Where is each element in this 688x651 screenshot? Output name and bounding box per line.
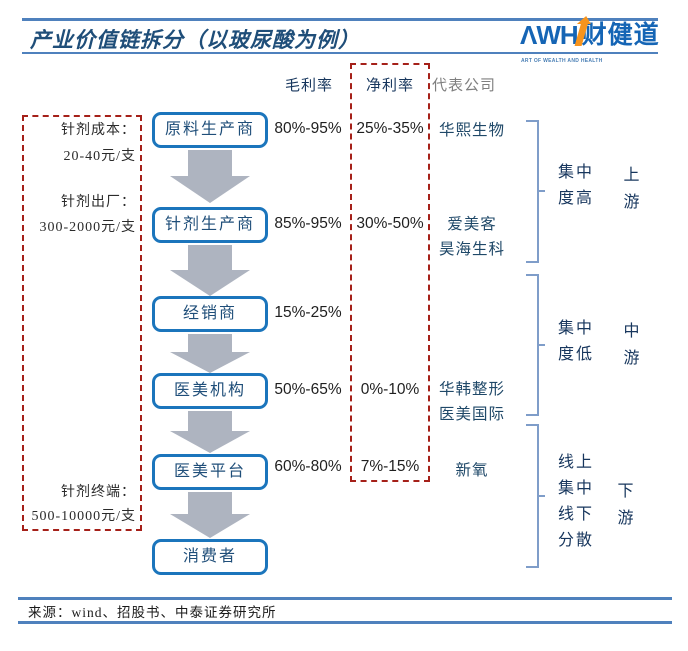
column-header-net-margin: 净利率: [365, 78, 414, 94]
stage-box-medical-aesthetic-platform: 医美平台: [152, 454, 268, 490]
downstream-trait-label: 线上集中线下分散: [558, 454, 595, 549]
footer-rule-top: [18, 597, 672, 600]
gross-margin-platform: 60%-80%: [274, 458, 342, 475]
company-aimeike: 爱美客: [447, 216, 497, 233]
company-yimei-intl: 医美国际: [438, 406, 505, 423]
stage-box-raw-material-producer: 原料生产商: [152, 112, 268, 148]
cost-value-terminal: 500-10000元/支: [31, 509, 136, 524]
page-title: 产业价值链拆分（以玻尿酸为例）: [30, 28, 360, 52]
header-rule-top: [22, 18, 658, 21]
net-margin-institution: 0%-10%: [360, 381, 420, 398]
net-margin-dashed-highlight: [350, 63, 430, 482]
gross-margin-distributor: 15%-25%: [274, 304, 342, 321]
upstream-segment-label: 上游: [623, 167, 640, 211]
midstream-segment-label: 中游: [623, 323, 640, 367]
midstream-trait-label: 集中度低: [558, 320, 595, 363]
logo-brand-text: 财健道: [574, 22, 660, 48]
header-rule-bottom: [22, 52, 658, 54]
stage-box-injection-producer: 针剂生产商: [152, 207, 268, 243]
midstream-bracket: [526, 274, 545, 416]
down-arrow-icon: [170, 492, 250, 538]
down-arrow-icon: [170, 150, 250, 203]
down-arrow-icon: [170, 411, 250, 453]
company-huaxi-bio: 华熙生物: [438, 122, 505, 139]
net-margin-platform: 7%-15%: [360, 458, 420, 475]
column-header-gross-margin: 毛利率: [284, 78, 333, 94]
column-header-company: 代表公司: [432, 78, 497, 94]
net-margin-raw: 25%-35%: [356, 120, 424, 137]
upstream-trait-label: 集中度高: [558, 164, 595, 207]
company-institutions: 华韩整形 医美国际: [428, 377, 516, 427]
company-huahan: 华韩整形: [438, 381, 505, 398]
downstream-bracket: [526, 424, 545, 568]
down-arrow-icon: [170, 334, 250, 373]
footer-rule-bottom: [18, 621, 672, 624]
company-haohai: 昊海生科: [438, 241, 505, 258]
stage-box-distributor: 经销商: [152, 296, 268, 332]
price-annotation-dashed-box: [22, 115, 142, 531]
down-arrow-icon: [170, 245, 250, 296]
gross-margin-raw: 80%-95%: [274, 120, 342, 137]
stage-box-consumer: 消费者: [152, 539, 268, 575]
company-soyoung: 新氧: [455, 462, 489, 479]
cost-label-raw: 针剂成本：: [61, 123, 136, 138]
downstream-segment-label: 下游: [617, 483, 634, 527]
cost-label-terminal: 针剂终端：: [61, 485, 136, 500]
gross-margin-injection: 85%-95%: [274, 215, 342, 232]
logo-tagline: ART OF WEALTH AND HEALTH: [521, 58, 603, 64]
net-margin-injection: 30%-50%: [356, 215, 424, 232]
cost-label-exfactory: 针剂出厂：: [61, 195, 136, 210]
stage-box-medical-aesthetic-institution: 医美机构: [152, 373, 268, 409]
logo-awh-text: ΛWH ART OF WEALTH AND HEALTH: [520, 22, 602, 64]
brand-logo: ΛWH ART OF WEALTH AND HEALTH 财健道: [520, 22, 660, 64]
gross-margin-institution: 50%-65%: [274, 381, 342, 398]
cost-value-exfactory: 300-2000元/支: [39, 220, 136, 235]
upstream-bracket: [526, 120, 545, 263]
company-injection-producers: 爱美客 昊海生科: [428, 212, 516, 262]
cost-value-raw: 20-40元/支: [63, 149, 136, 164]
source-note: 来源：wind、招股书、中泰证券研究所: [28, 605, 277, 620]
